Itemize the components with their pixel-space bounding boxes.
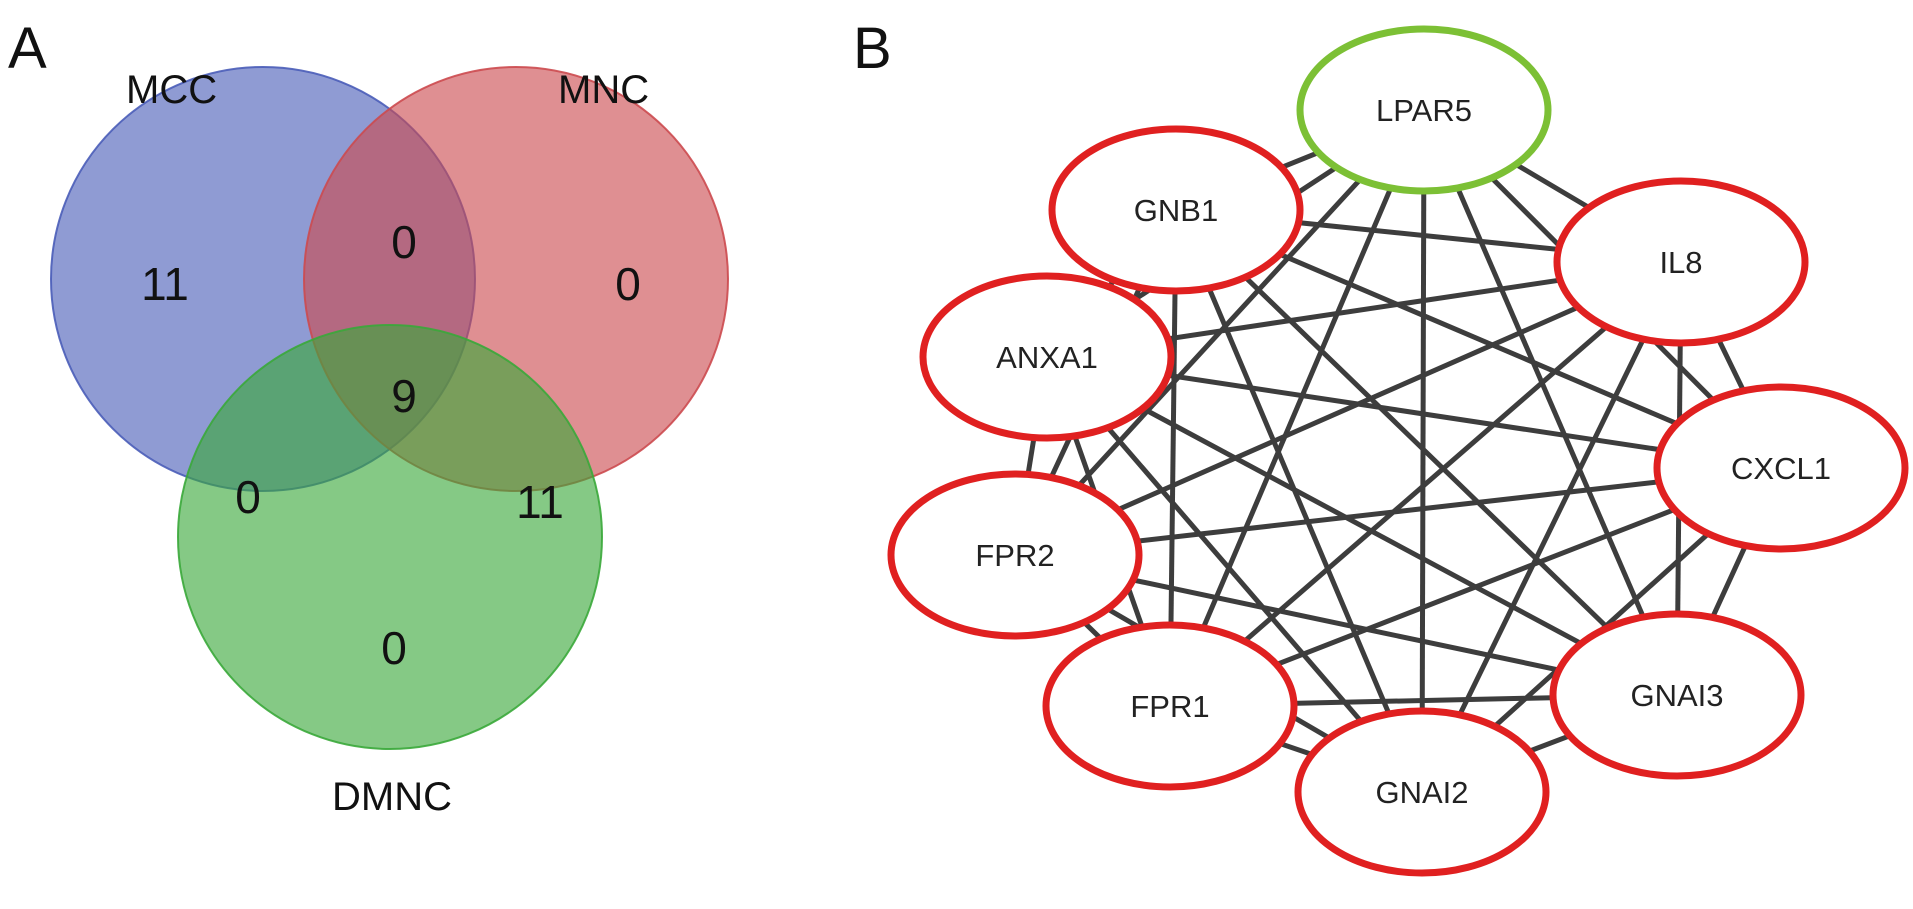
node-fpr2[interactable]: FPR2: [887, 470, 1143, 640]
node-gnai2[interactable]: GNAI2: [1294, 707, 1550, 877]
node-ring: [1296, 25, 1552, 195]
node-lpar5[interactable]: LPAR5: [1296, 25, 1552, 195]
venn-count-mcc-dmnc: 0: [235, 471, 261, 523]
node-ring: [1549, 610, 1805, 780]
venn-label-mnc: MNC: [558, 68, 649, 112]
edge-gnai3-gnb1: [1174, 208, 1679, 697]
edge-gnai3-anxa1: [1045, 354, 1679, 698]
node-ring: [919, 272, 1175, 442]
venn-count-mcc-mnc: 0: [391, 216, 417, 268]
edge-il8-fpr1: [1168, 260, 1683, 708]
node-gnb1[interactable]: GNB1: [1048, 125, 1304, 295]
node-gnai3[interactable]: GNAI3: [1549, 610, 1805, 780]
venn-count-mnc-dmnc: 11: [516, 476, 564, 528]
venn-panel: A MCC MNC DMNC 11 0 0 9 0 11 0: [8, 16, 729, 819]
node-label: FPR1: [1130, 689, 1209, 724]
node-ring: [887, 470, 1143, 640]
venn-circle-dmnc: [178, 325, 602, 749]
node-label: LPAR5: [1376, 93, 1472, 128]
node-label: IL8: [1659, 245, 1702, 280]
venn-count-mcc-only: 11: [141, 258, 189, 310]
edge-il8-fpr2: [1013, 259, 1683, 558]
node-label: GNAI2: [1375, 775, 1468, 810]
node-label: FPR2: [975, 538, 1054, 573]
node-label: GNAI3: [1630, 678, 1723, 713]
venn-count-mnc-only: 0: [615, 258, 641, 310]
edge-gnai2-gnb1: [1173, 209, 1425, 793]
venn-count-dmnc-only: 0: [381, 622, 407, 674]
node-label: CXCL1: [1731, 451, 1831, 486]
node-label: ANXA1: [996, 340, 1098, 375]
node-cxcl1[interactable]: CXCL1: [1653, 383, 1909, 553]
node-ring: [1042, 621, 1298, 791]
node-ring: [1048, 125, 1304, 295]
edge-lpar5-fpr1: [1167, 109, 1427, 707]
node-ring: [1653, 383, 1909, 553]
node-ring: [1294, 707, 1550, 877]
edge-cxcl1-fpr2: [1014, 465, 1782, 558]
venn-label-mcc: MCC: [126, 68, 217, 112]
node-il8[interactable]: IL8: [1553, 177, 1809, 347]
edge-il8-gnai2: [1419, 260, 1684, 794]
node-label: GNB1: [1134, 193, 1218, 228]
node-fpr1[interactable]: FPR1: [1042, 621, 1298, 791]
node-anxa1[interactable]: ANXA1: [919, 272, 1175, 442]
node-ring: [1553, 177, 1809, 347]
venn-circle-dmnc-outline: [177, 324, 603, 750]
panel-letter-b: B: [853, 16, 892, 81]
venn-count-all: 9: [391, 370, 417, 422]
panel-letter-a: A: [8, 16, 47, 81]
venn-label-dmnc: DMNC: [332, 775, 452, 819]
